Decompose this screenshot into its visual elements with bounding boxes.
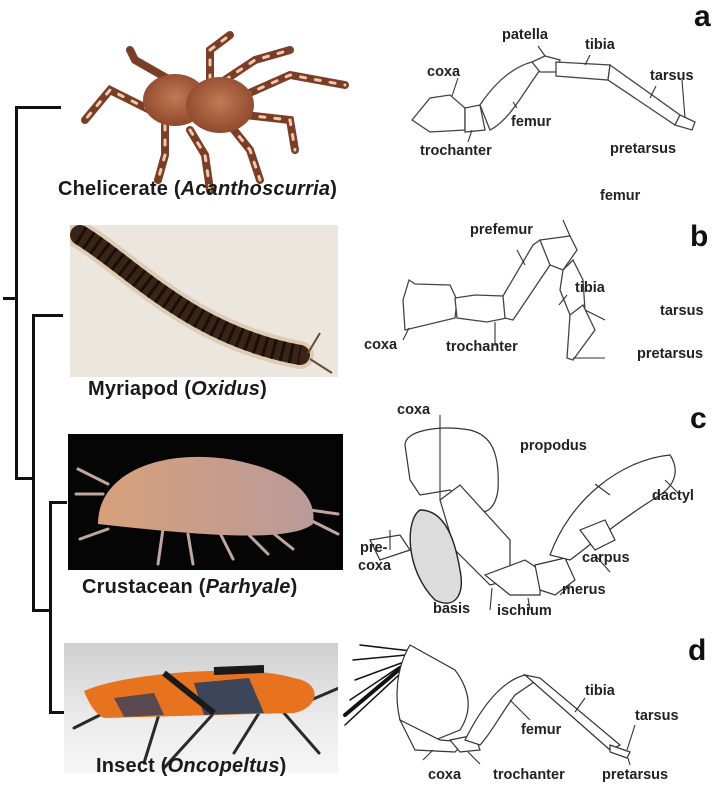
- label-c-precoxa-line2: coxa: [358, 558, 392, 574]
- label-b-trochanter: trochanter: [446, 339, 518, 355]
- label-b-prefemur: prefemur: [470, 222, 533, 238]
- tree-node-1-join: [15, 477, 34, 480]
- label-a-pretarsus: pretarsus: [610, 141, 677, 157]
- label-d-pretarsus: pretarsus: [602, 767, 669, 783]
- label-d-tarsus: tarsus: [635, 708, 679, 724]
- label-a-coxa: coxa: [427, 64, 461, 80]
- panel-letter-c: c: [690, 402, 707, 435]
- millipede-leg-drawing: [402, 219, 606, 361]
- insect-leg-drawing: [343, 644, 636, 766]
- amphipod-photo: [68, 434, 343, 570]
- label-b-tarsus: tarsus: [660, 303, 704, 319]
- tree-branch-myriapod: [32, 314, 63, 317]
- caption-myriapod: Myriapod (Oxidus): [88, 378, 268, 400]
- caption-chelicerate: Chelicerate (Acanthoscurria): [58, 178, 338, 200]
- label-a-trochanter: trochanter: [420, 143, 492, 159]
- tree-node-3-vertical: [49, 501, 52, 714]
- tree-node-2-vertical: [32, 314, 35, 612]
- label-c-coxa: coxa: [397, 402, 431, 418]
- label-c-precoxa-line1: pre-: [360, 540, 388, 556]
- tree-branch-chelicerate: [15, 106, 61, 109]
- label-d-trochanter: trochanter: [493, 767, 565, 783]
- caption-crustacean: Crustacean (Parhyale): [82, 576, 298, 598]
- millipede-photo: [70, 225, 338, 377]
- tree-root-stub: [3, 297, 17, 300]
- label-a-patella: patella: [502, 27, 548, 43]
- label-d-femur: femur: [521, 722, 562, 738]
- label-c-dactyl: dactyl: [652, 488, 694, 504]
- label-b-pretarsus: pretarsus: [637, 346, 704, 362]
- crustacean-leg-drawing: [369, 415, 681, 611]
- label-a-tibia: tibia: [585, 37, 615, 53]
- label-c-merus: merus: [562, 582, 606, 598]
- label-c-propodus: propodus: [520, 438, 587, 454]
- label-c-ischium: ischium: [497, 603, 552, 619]
- caption-insect: Insect (Oncopeltus): [96, 755, 287, 777]
- tree-node-1-vertical: [15, 106, 18, 480]
- panel-letter-d: d: [688, 634, 707, 667]
- label-b-tibia: tibia: [575, 280, 605, 296]
- label-c-basis: basis: [433, 601, 471, 617]
- milkweed-bug-photo: [64, 643, 338, 773]
- panel-letter-a: a: [694, 0, 711, 33]
- label-b-coxa: coxa: [364, 337, 398, 353]
- label-a-tarsus: tarsus: [650, 68, 694, 84]
- spider-leg-drawing: [411, 45, 696, 143]
- tree-branch-crustacean: [49, 501, 67, 504]
- label-d-coxa: coxa: [428, 767, 462, 783]
- tree-branch-insect: [49, 711, 67, 714]
- label-c-carpus: carpus: [582, 550, 630, 566]
- label-a-femur: femur: [511, 114, 552, 130]
- label-b-femur: femur: [600, 188, 641, 204]
- tree-node-2-join: [32, 609, 51, 612]
- tarantula-photo: [81, 31, 349, 194]
- panel-letter-b: b: [690, 220, 709, 253]
- label-d-tibia: tibia: [585, 683, 615, 699]
